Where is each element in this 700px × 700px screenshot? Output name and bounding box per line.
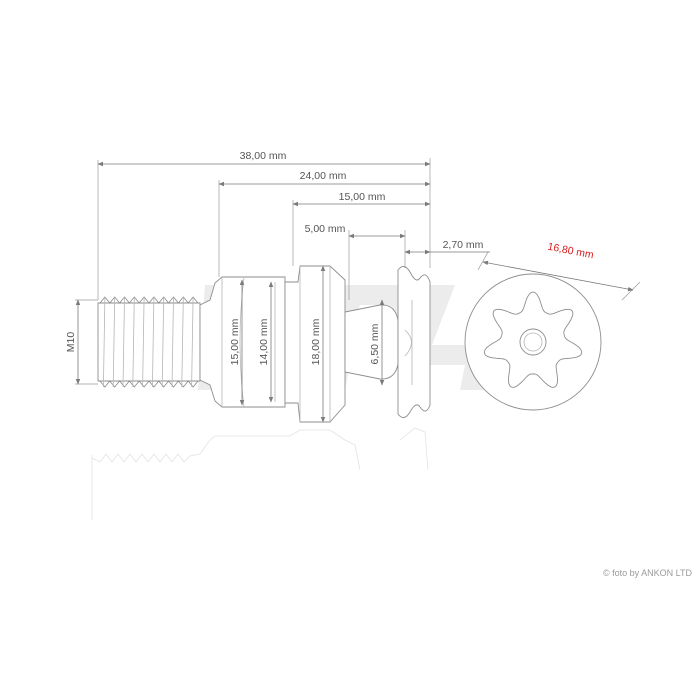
dimension-lines xyxy=(75,161,634,423)
threaded-shank xyxy=(97,296,201,388)
photo-credit: © foto by ANKON LTD xyxy=(603,568,692,578)
collar xyxy=(284,265,346,423)
dim-total-length: 38,00 mm xyxy=(240,150,287,162)
dim-head-thickness: 2,70 mm xyxy=(443,239,484,251)
part-reflection xyxy=(91,427,429,520)
torx-head-front xyxy=(464,273,602,411)
dim-neck-diameter: 6,50 mm xyxy=(369,323,381,364)
dim-collar-diameter: 18,00 mm xyxy=(310,318,322,365)
dim-thread-size: M10 xyxy=(65,332,77,353)
torx-head-side xyxy=(397,266,431,418)
dim-head-diameter: 16,80 mm xyxy=(547,241,595,262)
dim-body-length: 24,00 mm xyxy=(300,170,347,182)
dim-body-diameter: 14,00 mm xyxy=(258,318,270,365)
dim-step-length: 5,00 mm xyxy=(305,223,346,235)
shoulder-body xyxy=(199,276,286,408)
dim-collar-to-end: 15,00 mm xyxy=(339,191,386,203)
dim-shoulder-diameter: 15,00 mm xyxy=(229,318,241,365)
